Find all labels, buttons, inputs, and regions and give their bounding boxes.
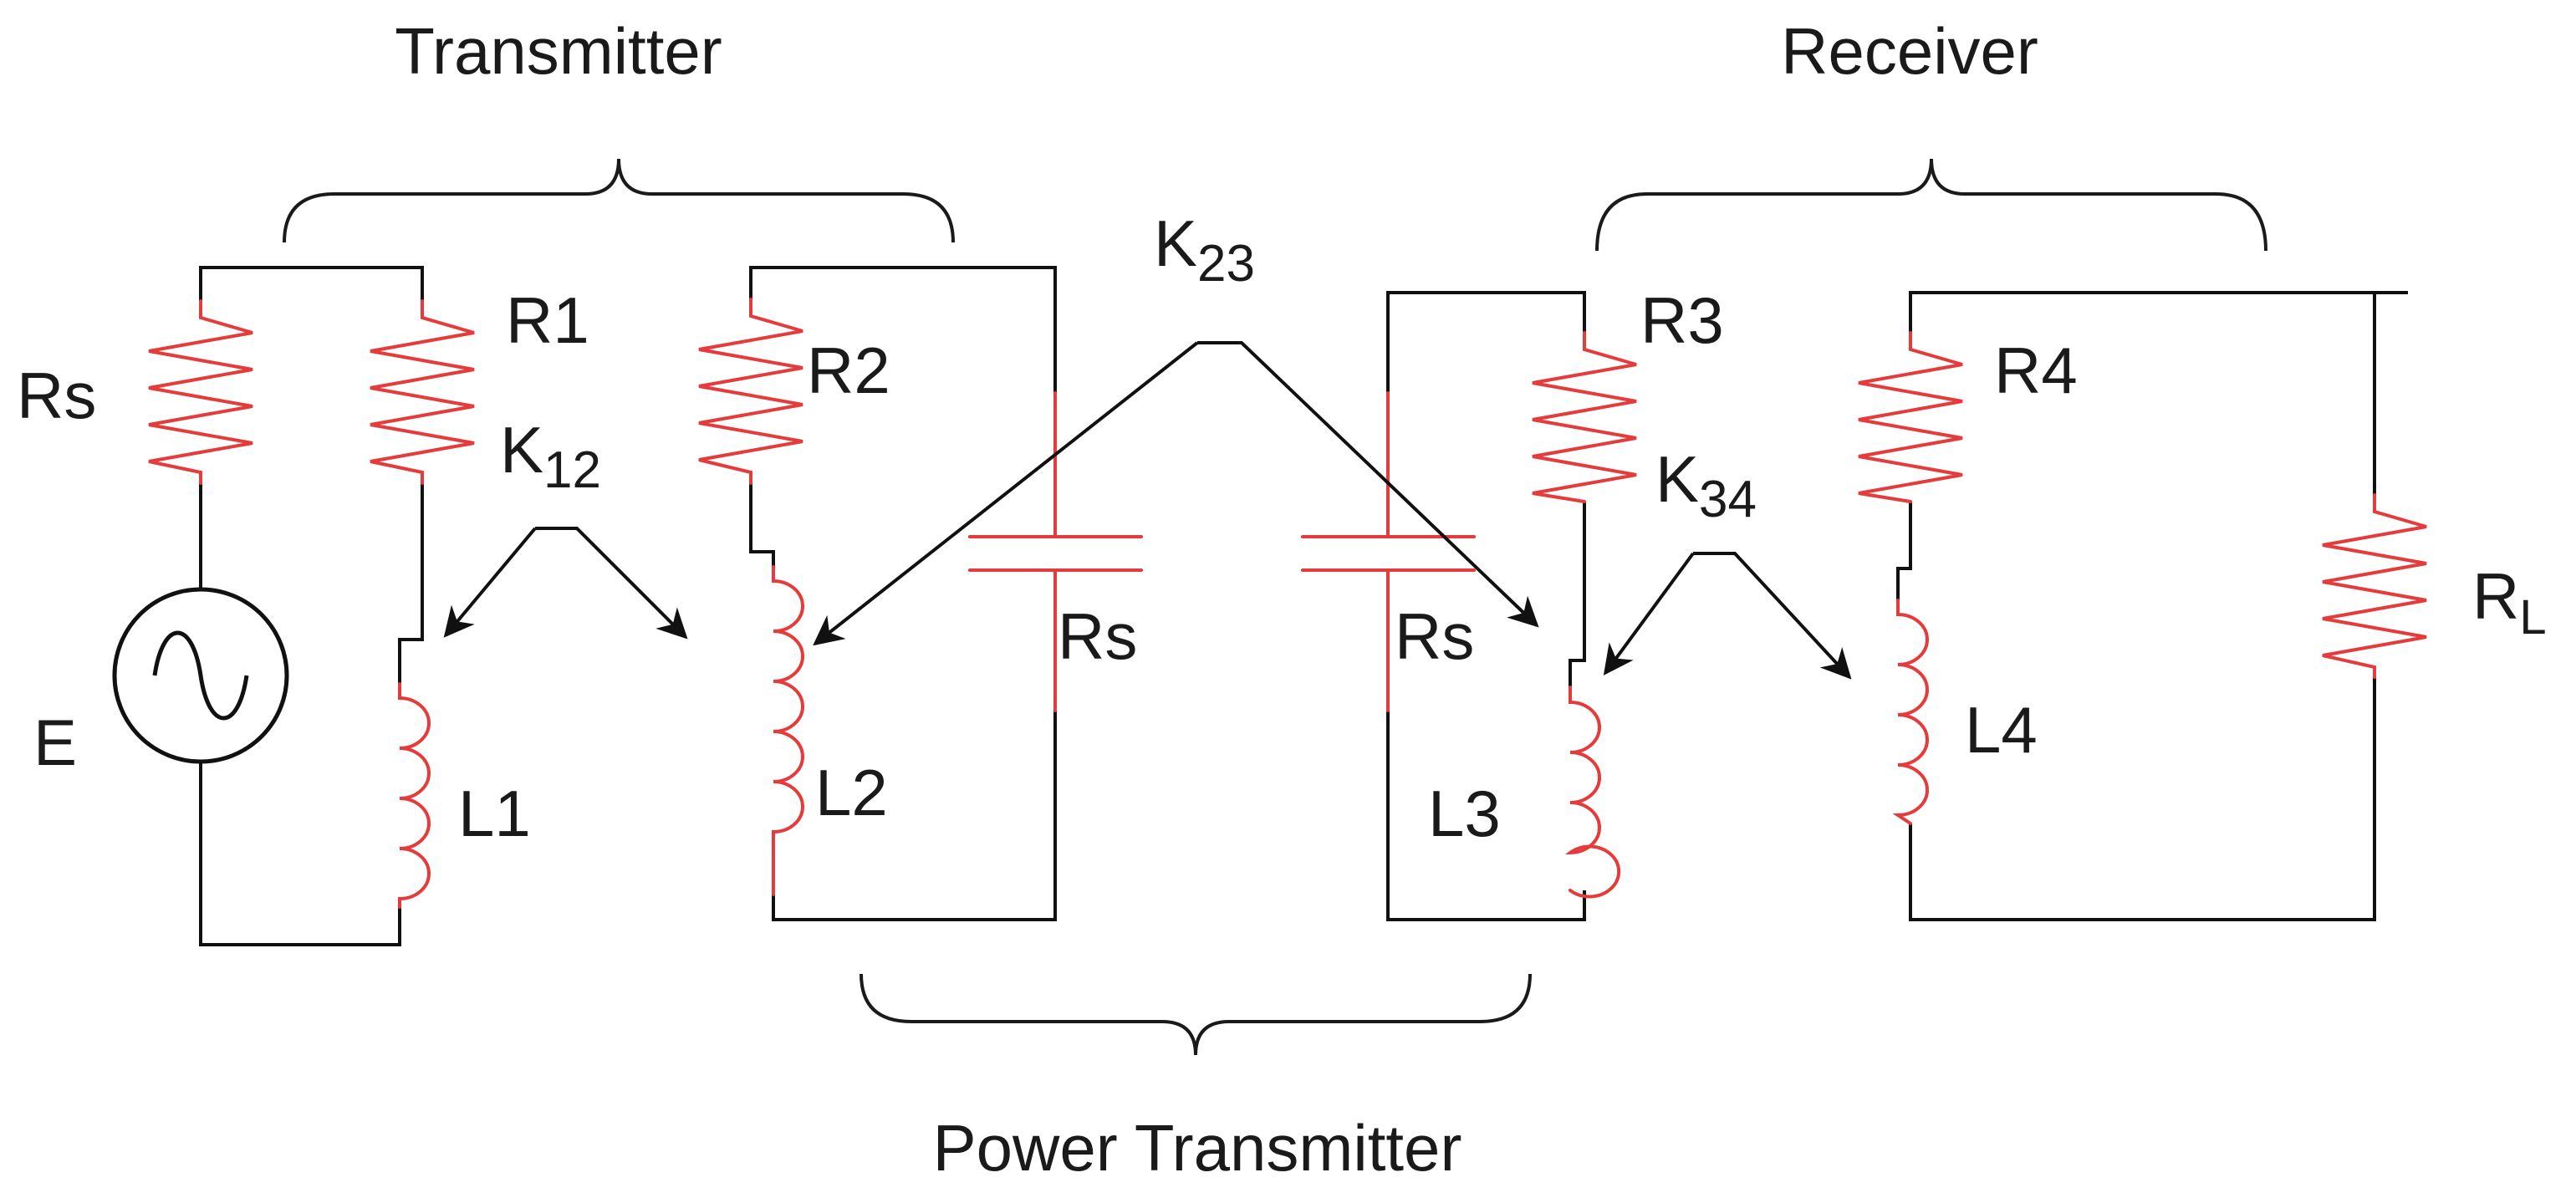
l1-inductor (398, 682, 431, 909)
rl-load-resistor (2322, 493, 2427, 679)
r2-label: R2 (807, 334, 890, 407)
l1-label: L1 (458, 777, 531, 850)
k23-label-main: K (1154, 206, 1197, 280)
receiver-label: Receiver (1781, 14, 2038, 88)
rs-source-label: Rs (17, 359, 96, 432)
k12-coupling-arrow (443, 527, 688, 640)
k34-coupling-arrow (1603, 552, 1852, 680)
rl-label-sub: L (2519, 590, 2546, 645)
l4-inductor (1892, 599, 1929, 825)
l3-label: L3 (1428, 777, 1501, 850)
loop-1-wires (199, 266, 424, 946)
loop-3-wires (1386, 291, 1586, 921)
source-e-label: E (33, 706, 77, 779)
r1-label: R1 (506, 283, 589, 357)
transmitter-label: Transmitter (395, 14, 722, 88)
rs-source-resistor (148, 299, 253, 485)
c2-capacitor (968, 391, 1143, 712)
k34-label-main: K (1655, 442, 1699, 516)
loop-4-wires (1896, 291, 2408, 921)
receiver-brace (1595, 158, 2267, 252)
r4-label: R4 (1994, 334, 2078, 407)
k34-label-sub: 34 (1699, 471, 1757, 528)
r4-resistor (1858, 331, 1963, 503)
l3-inductor (1565, 686, 1621, 899)
r3-label: R3 (1640, 283, 1724, 357)
r3-resistor (1532, 331, 1637, 503)
c3-label: Rs (1395, 599, 1474, 673)
k34-label: K34 (1655, 442, 1757, 528)
k12-label-sub: 12 (543, 441, 601, 499)
rl-label-main: R (2472, 559, 2519, 633)
l2-inductor (772, 565, 804, 896)
k23-coupling-arrow (813, 341, 1539, 646)
rl-label: RL (2472, 559, 2547, 645)
l4-label: L4 (1965, 693, 2038, 767)
power-transmitter-brace (860, 973, 1532, 1056)
k12-label: K12 (500, 413, 601, 499)
r1-resistor (370, 299, 475, 485)
r2-resistor (698, 298, 803, 485)
k23-label: K23 (1154, 206, 1255, 293)
transmitter-brace (283, 158, 955, 243)
c2-label: Rs (1058, 599, 1137, 673)
power-transmitter-label: Power Transmitter (933, 1111, 1462, 1185)
voltage-source (112, 587, 289, 764)
l2-label: L2 (815, 756, 888, 829)
loop-2-wires (749, 266, 1057, 921)
k12-label-main: K (500, 413, 543, 487)
k23-label-sub: 23 (1197, 235, 1255, 293)
